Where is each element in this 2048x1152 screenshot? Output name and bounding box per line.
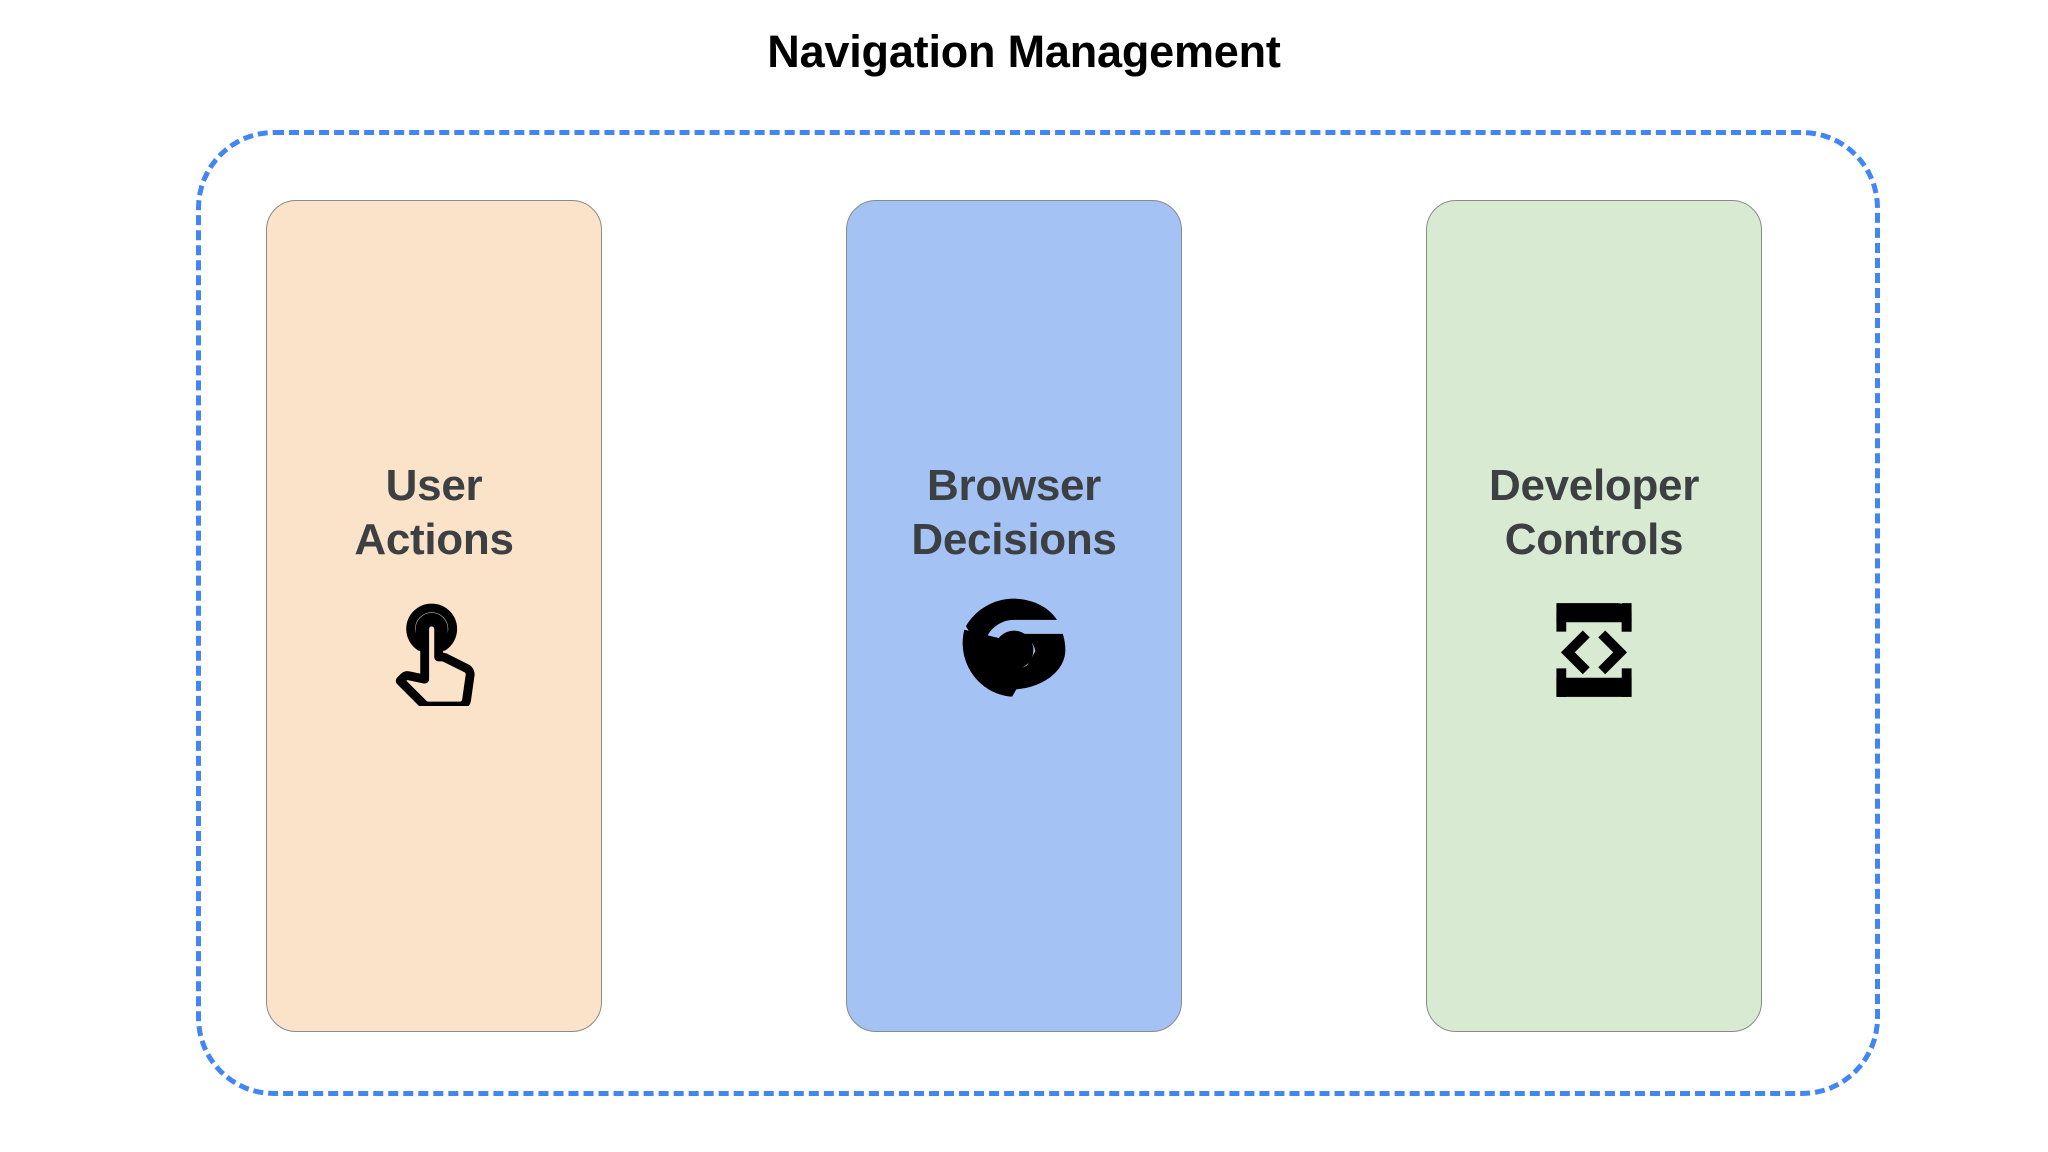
developer-mode-code-icon (1538, 594, 1650, 706)
card-title-developer-controls: Developer Controls (1488, 461, 1700, 564)
page-title: Navigation Management (767, 26, 1281, 77)
cards-row: User Actions Browser Decisions (196, 130, 1880, 1096)
card-title-browser-decisions: Browser Decisions (911, 461, 1117, 564)
navigation-management-group-boundary (196, 130, 1880, 1096)
chrome-logo-icon (958, 594, 1070, 706)
card-title-user-actions: User Actions (354, 461, 514, 564)
touch-app-icon (378, 594, 490, 707)
card-user-actions[interactable]: User Actions (266, 200, 602, 1032)
card-browser-decisions[interactable]: Browser Decisions (846, 200, 1182, 1032)
card-developer-controls[interactable]: Developer Controls (1426, 200, 1762, 1032)
